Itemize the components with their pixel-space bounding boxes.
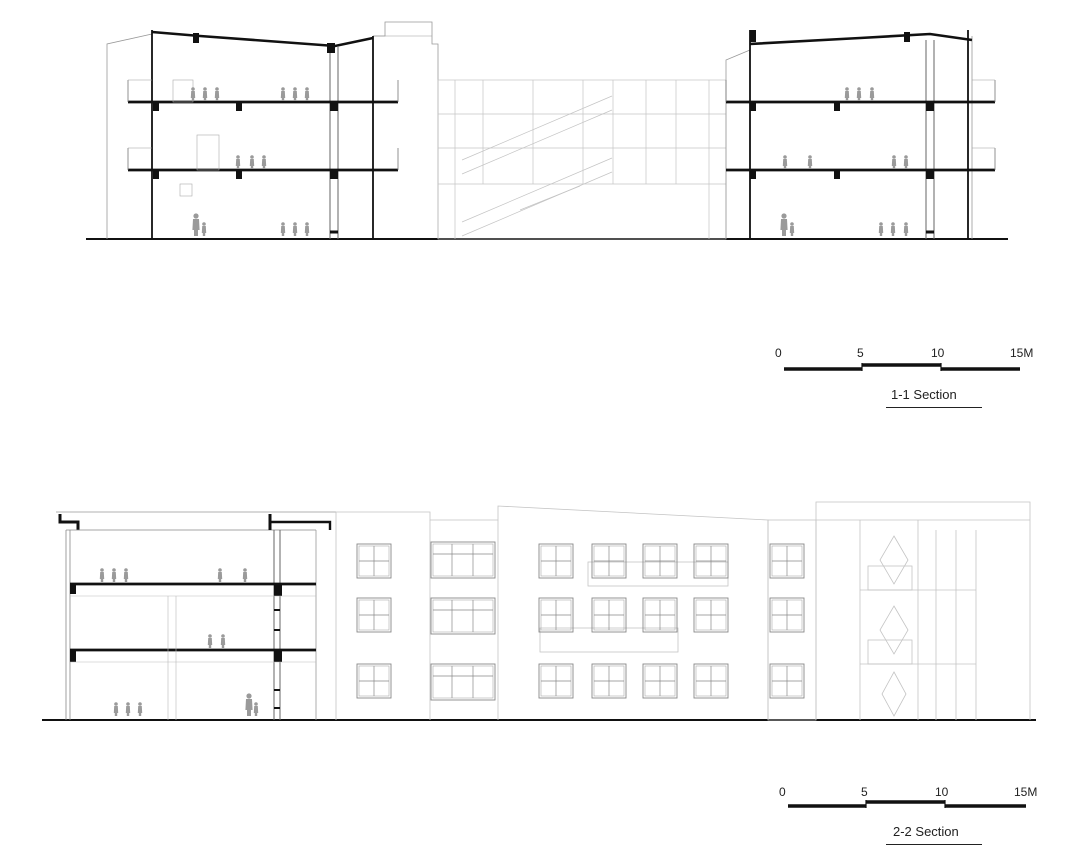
section-1-1-caption: 1-1 Section (891, 387, 957, 402)
section-1-1 (86, 21, 1008, 240)
section-1-1-underline (886, 407, 982, 408)
scale-2-tick-15: 15M (1014, 785, 1038, 799)
section-2-2-underline (886, 844, 982, 845)
scale-1-tick-10: 10 (931, 346, 945, 360)
scale-2-tick-10: 10 (935, 785, 949, 799)
scale-2-tick-0: 0 (779, 785, 786, 799)
scale-2-tick-5: 5 (861, 785, 868, 799)
section-2-2 (42, 501, 1036, 721)
scale-bar-2 (788, 800, 1026, 808)
scale-1-tick-15: 15M (1010, 346, 1034, 360)
scale-1-tick-5: 5 (857, 346, 864, 360)
section-2-2-caption: 2-2 Section (893, 824, 959, 839)
scale-bar-1 (784, 363, 1020, 371)
scale-1-tick-0: 0 (775, 346, 782, 360)
